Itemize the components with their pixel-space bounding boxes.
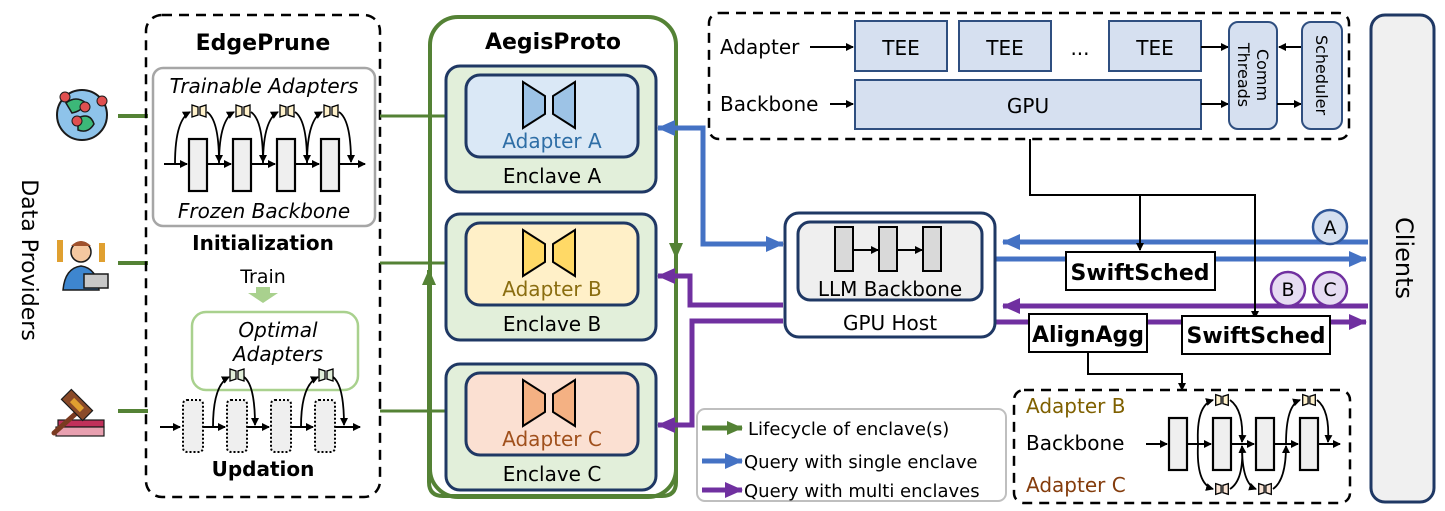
badge-b: B (1269, 270, 1307, 308)
tee-box: TEE (1108, 20, 1202, 72)
initialization-label: Initialization (192, 231, 334, 255)
optimal-label-1: Optimal (238, 318, 318, 342)
alignagg-to-merge-arrow (1087, 352, 1186, 391)
svg-text:Lifecycle of enclave(s): Lifecycle of enclave(s) (748, 419, 949, 440)
backbone-layer-dotted (226, 399, 248, 453)
hw-to-swiftsched-bottom (1029, 139, 1259, 319)
merge-graphic (1146, 393, 1341, 496)
adapter-icon (522, 228, 576, 278)
svg-text:Query with single enclave: Query with single enclave (744, 452, 977, 473)
edgeprune-title: EdgePrune (196, 31, 331, 56)
swiftsched-bottom-box: SwiftSched (1181, 315, 1331, 355)
backbone-layer (1167, 416, 1189, 472)
svg-text:TEE: TEE (881, 36, 920, 60)
legend-item-multi: Query with multi enclaves (702, 481, 980, 502)
backbone-layer-dotted (270, 399, 292, 453)
query-multi-to-c (657, 318, 783, 433)
data-providers-label: Data Providers (16, 179, 41, 341)
backbone-layer-dotted (314, 399, 336, 453)
legend: Lifecycle of enclave(s) Query with singl… (696, 408, 1007, 502)
svg-text:Clients: Clients (1390, 217, 1418, 299)
enclave-label: Enclave B (503, 312, 601, 336)
hardware-panel (707, 11, 1351, 141)
trainable-adapters-label: Trainable Adapters (170, 74, 359, 98)
svg-text:Threads: Threads (1234, 42, 1253, 107)
adapter-label: Adapter B (502, 277, 601, 301)
svg-text:C: C (1323, 279, 1336, 301)
merge-adapter-b-label: Adapter B (1026, 394, 1125, 418)
tee-box: TEE (958, 20, 1052, 72)
backbone-layer (1298, 416, 1320, 472)
legend-item-lifecycle: Lifecycle of enclave(s) (702, 419, 949, 440)
adapter-icon (522, 378, 576, 428)
backbone-layer (231, 137, 253, 193)
gpu-host: LLM Backbone GPU Host (783, 211, 997, 339)
scheduler-box: Scheduler (1301, 21, 1343, 130)
updation-label: Updation (212, 457, 315, 481)
edgeprune-panel (144, 13, 382, 499)
adapter-label: Adapter A (502, 129, 602, 153)
svg-text:TEE: TEE (985, 36, 1024, 60)
legend-item-single: Query with single enclave (702, 452, 977, 473)
comm-threads-box: Comm Threads (1228, 21, 1278, 130)
svg-text:TEE: TEE (1135, 36, 1174, 60)
backbone-layer (1254, 416, 1276, 472)
enclave-b: Adapter B Enclave B (444, 212, 658, 342)
swiftsched-top-box: SwiftSched (1065, 251, 1216, 291)
tee-box: TEE (854, 20, 948, 72)
llm-backbone-label: LLM Backbone (818, 277, 962, 301)
svg-text:A: A (1324, 217, 1337, 239)
enclave-label: Enclave A (503, 164, 602, 188)
adapter-icon (522, 80, 576, 130)
gpu-box: GPU (854, 79, 1202, 130)
train-arrow-icon (248, 287, 278, 303)
hw-adapter-label: Adapter (720, 35, 800, 59)
optimal-label-2: Adapters (231, 342, 323, 366)
backbone-layer (187, 137, 209, 193)
frozen-backbone-label: Frozen Backbone (178, 199, 350, 223)
gpu-host-label: GPU Host (843, 311, 937, 335)
lifecycle-loop-return (422, 258, 678, 498)
train-label: Train (239, 266, 286, 288)
backbone-layer-dotted (182, 399, 204, 453)
backbone-layer (275, 137, 297, 193)
badge-c: C (1311, 270, 1349, 308)
adapter-label: Adapter C (502, 427, 602, 451)
query-multi-to-b (657, 268, 783, 308)
backbone-layer (1211, 416, 1233, 472)
svg-text:Query with multi enclaves: Query with multi enclaves (744, 481, 980, 502)
tee-ellipsis: ... (1070, 36, 1089, 60)
enclave-label: Enclave C (503, 462, 602, 486)
alignagg-box: AlignAgg (1028, 313, 1148, 353)
badge-a: A (1311, 208, 1349, 246)
trainable-backbone-graphic (164, 104, 366, 193)
hw-backbone-label: Backbone (720, 92, 818, 116)
svg-text:SwiftSched: SwiftSched (1186, 324, 1325, 349)
enclave-c: Adapter C Enclave C (444, 362, 658, 492)
svg-text:AlignAgg: AlignAgg (1032, 323, 1144, 348)
backbone-layer (319, 137, 341, 193)
aegisproto-title: AegisProto (485, 30, 621, 55)
globe-map-pins-icon (56, 89, 108, 141)
merge-backbone-label: Backbone (1026, 431, 1124, 455)
svg-text:B: B (1281, 279, 1294, 301)
merge-adapter-c-label: Adapter C (1026, 473, 1126, 497)
svg-text:Comm: Comm (1253, 49, 1272, 101)
svg-text:GPU: GPU (1007, 94, 1049, 118)
merge-panel (1012, 388, 1352, 505)
svg-text:Scheduler: Scheduler (1312, 35, 1331, 116)
enclave-a: Adapter A Enclave A (444, 64, 658, 194)
svg-text:SwiftSched: SwiftSched (1070, 261, 1209, 286)
gavel-books-icon (51, 388, 105, 437)
updation-graphic (160, 368, 361, 453)
clients-panel: Clients (1369, 13, 1436, 504)
analyst-laptop-icon (57, 240, 109, 291)
